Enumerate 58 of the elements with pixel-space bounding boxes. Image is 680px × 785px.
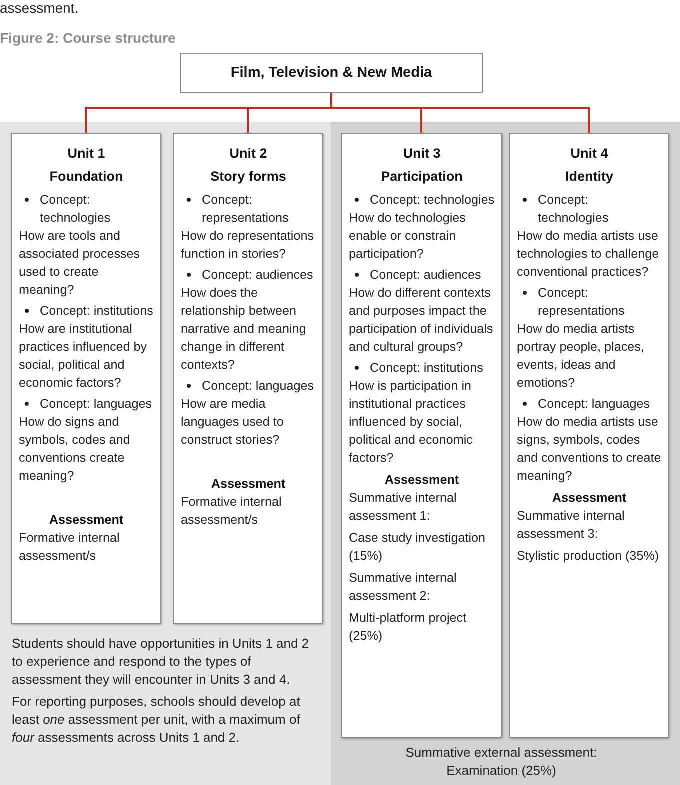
unit-heading: Unit 2 (228, 145, 268, 163)
unit-box (173, 133, 323, 624)
note-text: Students should have opportunities in Units 1 and 2 to experience and respond to the types of assessment they will encounter in Units 3 and 4. (12, 635, 310, 689)
concept-bullet: Concept: technologies (517, 191, 662, 227)
assessment-text: Case study investigation (15%) (349, 530, 487, 565)
unit-subtitle: Participation (380, 168, 464, 186)
unit-box (509, 133, 669, 738)
body-text: assessment. (0, 0, 79, 16)
unit-subtitle: Story forms (210, 168, 288, 186)
assessment-text: Summative internal assessment 3: (517, 508, 626, 543)
title-box (180, 53, 483, 93)
concept-bullet: Concept: institutions (349, 359, 495, 377)
question-text: How do media artists use technologies to challenge conventional practices? (517, 228, 660, 281)
unit-heading: Unit 3 (402, 145, 442, 163)
question-text: How are media languages used to construct stories? (181, 396, 285, 449)
concept-bullet: Concept: languages (181, 377, 316, 395)
question-text: How do representations function in stories? (181, 228, 316, 263)
concept-bullet: Concept: languages (19, 395, 154, 413)
assessment-text: Summative internal assessment 1: (349, 490, 458, 525)
assessment-note: Summative external assessment: Examination (25%) (404, 744, 598, 780)
assessment-text: Formative internal assessment/s (19, 530, 121, 565)
unit-subtitle: Identity (564, 168, 614, 186)
concept-bullet: Concept: audiences (181, 266, 316, 284)
figure-title: Figure 2: Course structure (0, 30, 176, 46)
question-text: How do signs and symbols, codes and conventions create meaning? (19, 414, 132, 485)
question-text: How do technologies enable or constrain participation? (349, 210, 467, 263)
course-title: Film, Television & New Media (230, 65, 432, 81)
assessment-heading: Assessment (210, 476, 287, 493)
shaded-panel (0, 122, 331, 785)
unit-heading: Unit 4 (570, 145, 610, 163)
unit-subtitle: Foundation (48, 168, 124, 186)
question-text: How are tools and associated processes used to create meaning? (19, 228, 142, 299)
assessment-text: Summative internal assessment 2: (349, 570, 458, 605)
concept-bullet: Concept: representations (181, 191, 316, 227)
concept-bullet: Concept: representations (517, 284, 662, 320)
concept-bullet: Concept: audiences (349, 266, 495, 284)
assessment-heading: Assessment (384, 472, 460, 489)
assessment-heading: Assessment (551, 490, 628, 507)
assessment-text: Stylistic production (35%) (517, 548, 660, 565)
concept-bullet: Concept: languages (517, 395, 662, 413)
question-text: How do different contexts and purposes impact the participation of individuals and cultural groups? (349, 285, 494, 356)
concept-bullet: Concept: institutions (19, 302, 154, 320)
unit-box (11, 133, 161, 624)
shaded-panel (331, 122, 680, 785)
question-text: How does the relationship between narrative and meaning change in different contexts? (181, 285, 308, 374)
assessment-text: Formative internal assessment/s (181, 494, 283, 529)
concept-bullet: Concept: technologies (349, 191, 495, 209)
concept-bullet: Concept: technologies (19, 191, 154, 227)
question-text: How is participation in institutional practices influenced by social, political and economic factors? (349, 378, 474, 467)
question-text: How do media artists portray people, places, events, ideas and emotions? (517, 321, 646, 392)
question-text: How are institutional practices influenced by social, political and economic factors? (19, 321, 148, 392)
question-text: How do media artists use signs, symbols, codes and conventions to create meaning? (517, 414, 662, 485)
unit-heading: Unit 1 (66, 145, 106, 163)
unit-box (341, 133, 502, 738)
note-text: For reporting purposes, schools should develop at least one assessment per unit, with a maximum of four assessments across Units 1 and 2. (12, 693, 302, 747)
connector-line (330, 93, 590, 133)
assessment-heading: Assessment (48, 512, 125, 529)
assessment-text: Multi-platform project (25%) (349, 610, 468, 645)
